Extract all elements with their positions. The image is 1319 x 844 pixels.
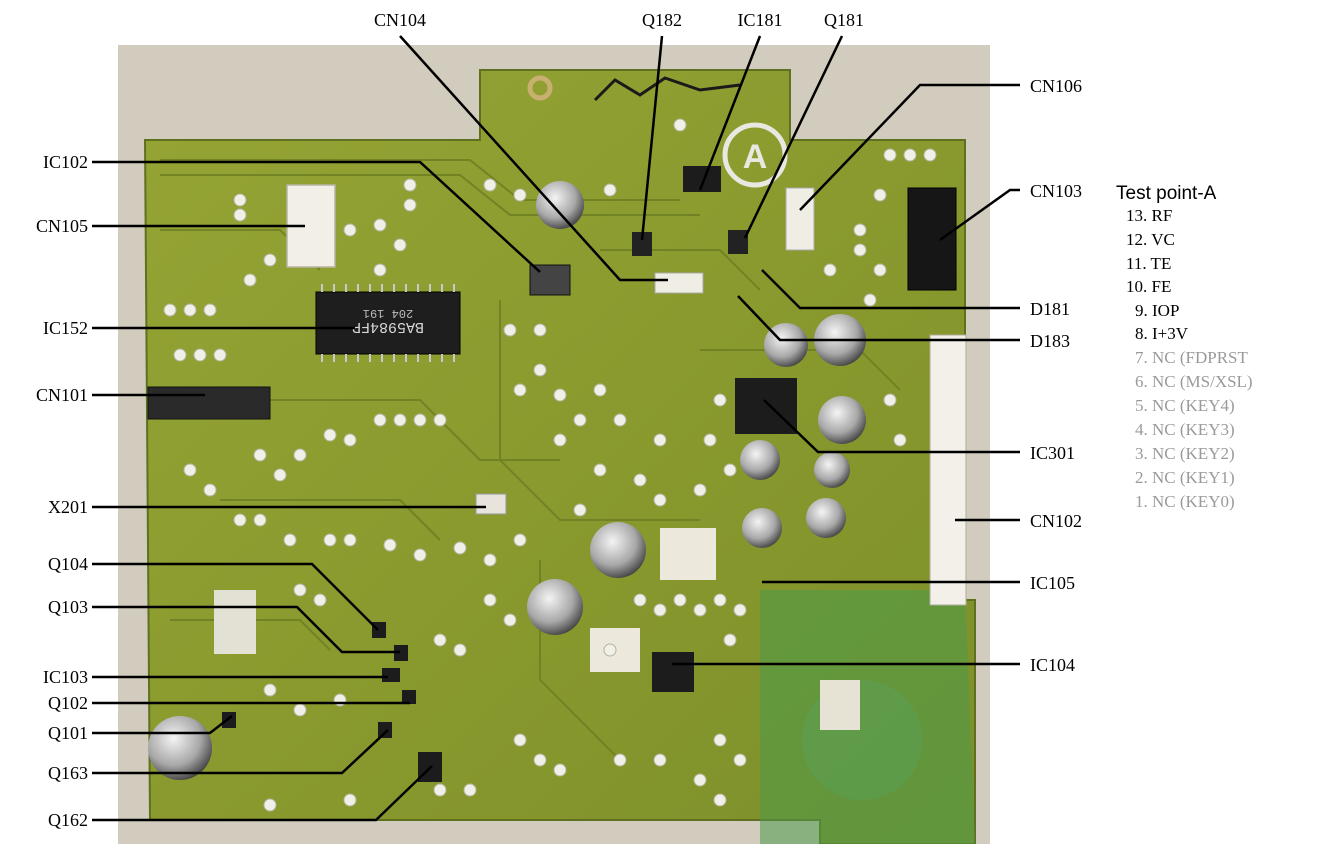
label-cn103: CN103 <box>1030 181 1082 201</box>
ic103-chip <box>382 668 400 682</box>
ic301-chip <box>735 378 797 434</box>
test-point-item: 9. IOP <box>1135 301 1179 320</box>
cn103-connector <box>907 187 957 291</box>
test-point-item: 4. NC (KEY3) <box>1135 420 1235 439</box>
callout-labels: CN104 Q182 IC181 Q181 CN106 IC102 CN105 … <box>36 10 1082 830</box>
test-point-item: 7. NC (FDPRST <box>1135 348 1249 367</box>
q102-chip <box>402 690 416 704</box>
test-point-item: 10. FE <box>1126 277 1171 296</box>
label-ic301: IC301 <box>1030 443 1075 463</box>
test-point-item: 8. I+3V <box>1135 324 1189 343</box>
label-cn104: CN104 <box>374 10 426 30</box>
label-q102: Q102 <box>48 693 88 713</box>
ic152-pins <box>321 284 455 362</box>
label-cn101: CN101 <box>36 385 88 405</box>
label-q101: Q101 <box>48 723 88 743</box>
q103-chip <box>394 645 408 661</box>
label-x201: X201 <box>48 497 88 517</box>
q163-chip <box>378 722 392 738</box>
leader-q162 <box>92 765 433 822</box>
label-ic152: IC152 <box>43 318 88 338</box>
test-point-title: Test point-A <box>1116 183 1217 204</box>
label-q181: Q181 <box>824 10 864 30</box>
solder-pads <box>163 118 937 812</box>
test-point-item: 2. NC (KEY1) <box>1135 468 1235 487</box>
label-q104: Q104 <box>48 554 88 574</box>
test-point-item: 6. NC (MS/XSL) <box>1135 372 1253 391</box>
handwritten-mark <box>593 76 741 102</box>
test-point-legend: Test point-A 13. RF 12. VC 11. TE 10. FE… <box>1116 183 1253 511</box>
leader-q101 <box>92 715 233 735</box>
test-point-a-mark: A <box>743 138 768 176</box>
leader-ic181 <box>698 35 762 191</box>
leader-q182 <box>640 35 664 241</box>
label-ic104: IC104 <box>1030 655 1075 675</box>
leader-cn106 <box>799 83 1020 211</box>
cn101-connector <box>147 386 271 420</box>
label-d181: D181 <box>1030 299 1070 319</box>
leader-q163 <box>92 729 389 775</box>
test-point-item: 11. TE <box>1126 254 1171 273</box>
test-point-item: 1. NC (KEY0) <box>1135 492 1235 511</box>
leader-q104 <box>92 562 379 631</box>
ic152-sub-marking: 204 191 <box>363 306 413 320</box>
leader-q181 <box>743 35 844 239</box>
label-ic181: IC181 <box>738 10 783 30</box>
label-ic102: IC102 <box>43 152 88 172</box>
test-point-item: 12. VC <box>1126 230 1175 249</box>
label-ic105: IC105 <box>1030 573 1075 593</box>
mounting-hole <box>527 75 553 101</box>
leader-ic301 <box>763 399 1020 454</box>
label-q103: Q103 <box>48 597 88 617</box>
ic152-chip <box>315 291 461 355</box>
pcb-white-patch <box>214 590 256 654</box>
x201-part <box>475 493 507 515</box>
ic104-chip <box>652 652 694 692</box>
label-ic103: IC103 <box>43 667 88 687</box>
pcb-traces <box>160 159 901 761</box>
leader-d181 <box>761 269 1020 310</box>
ic152-marking: BA5984FP <box>352 318 424 335</box>
leader-cn104 <box>399 35 668 282</box>
q181-chip <box>728 230 748 254</box>
cn104-connector <box>654 272 704 294</box>
leader-q103 <box>92 605 400 654</box>
label-cn106: CN106 <box>1030 76 1082 96</box>
test-point-item: 3. NC (KEY2) <box>1135 444 1235 463</box>
label-cn102: CN102 <box>1030 511 1082 531</box>
cn106-connector <box>785 187 815 251</box>
test-point-item: 5. NC (KEY4) <box>1135 396 1235 415</box>
label-q182: Q182 <box>642 10 682 30</box>
q182-chip <box>632 232 652 256</box>
label-cn105: CN105 <box>36 216 88 236</box>
label-q162: Q162 <box>48 810 88 830</box>
leader-d183 <box>737 295 1020 342</box>
label-q163: Q163 <box>48 763 88 783</box>
leader-ic102 <box>92 160 541 273</box>
q101-chip <box>222 712 236 728</box>
test-point-item: 13. RF <box>1126 206 1172 225</box>
pcb-white-patch-2 <box>660 528 716 580</box>
pcb-cutout <box>820 680 860 730</box>
leader-cn103 <box>939 188 1020 242</box>
cn102-connector <box>929 334 967 606</box>
label-d183: D183 <box>1030 331 1070 351</box>
leader-lines <box>92 35 1020 822</box>
